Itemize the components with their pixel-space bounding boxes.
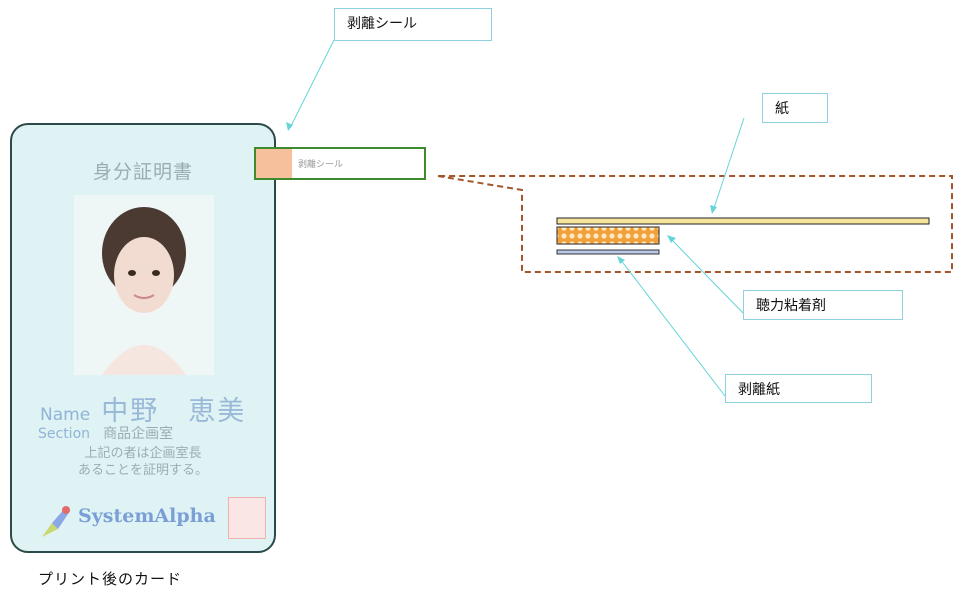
- label-peel-seal: 剥離シール: [334, 8, 492, 41]
- leader-adhesive: [669, 237, 744, 314]
- arrowhead-peel-seal: [286, 122, 293, 131]
- seal-stamp-icon: [228, 497, 266, 539]
- company-logo: SystemAlpha: [38, 497, 268, 543]
- leader-peel-seal: [289, 39, 335, 129]
- name-row: Name 中野 恵美: [40, 389, 246, 428]
- paper-layer: [556, 217, 930, 225]
- adhesive-layer: [556, 226, 660, 245]
- label-paper: 紙: [762, 93, 828, 123]
- section-value: 商品企画室: [103, 426, 174, 442]
- label-adhesive: 聴力粘着剤: [743, 290, 903, 320]
- seal-tab: [256, 149, 292, 178]
- leader-paper: [712, 117, 745, 212]
- section-row: Section 商品企画室: [38, 423, 173, 443]
- name-value: 中野 恵美: [101, 396, 247, 427]
- portrait-icon: [102, 207, 186, 375]
- peel-seal: 剥離シール: [254, 147, 426, 180]
- caption: プリント後のカード: [38, 570, 183, 588]
- rocket-icon: [42, 506, 70, 537]
- arrowhead-release-paper: [617, 256, 625, 264]
- name-label: Name: [40, 405, 91, 425]
- label-release-paper: 剥離紙: [725, 374, 872, 403]
- card-title: 身分証明書: [92, 161, 193, 183]
- magnify-callout-outline: [437, 175, 953, 273]
- arrowhead-paper: [710, 205, 717, 214]
- leader-release-paper: [619, 258, 726, 397]
- logo-text: SystemAlpha: [78, 505, 216, 527]
- release-paper-layer: [556, 249, 660, 255]
- certification-text: 上記の者は企画室長 あることを証明する。: [77, 446, 208, 478]
- section-label: Section: [38, 426, 91, 442]
- id-card: 身分証明書 Name 中野 恵美 Section 商品企画室 上記の者は企画室長…: [10, 123, 276, 553]
- portrait-photo: [74, 195, 214, 375]
- seal-text: 剥離シール: [298, 160, 344, 170]
- arrowhead-adhesive: [667, 235, 676, 243]
